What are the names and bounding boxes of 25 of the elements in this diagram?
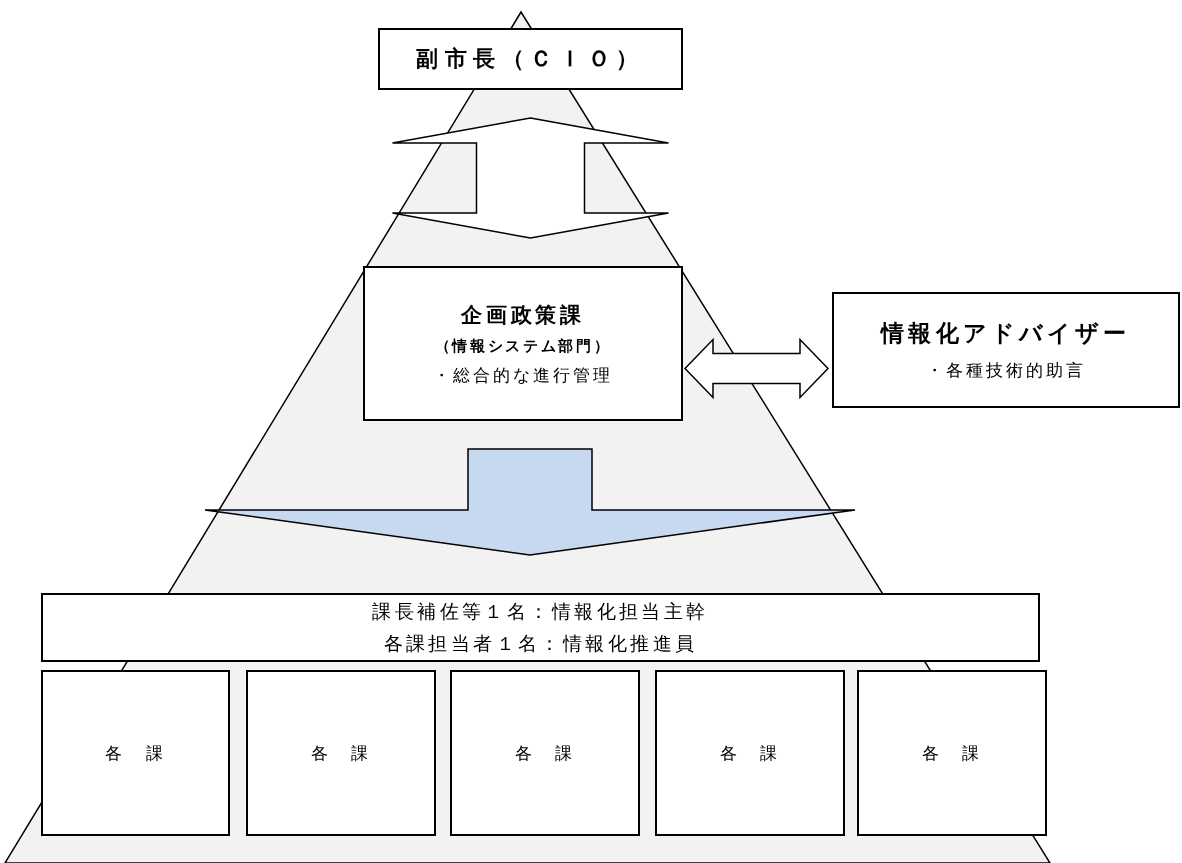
role-box bbox=[832, 292, 1180, 408]
role-title: 副市長（ＣＩＯ） bbox=[416, 45, 645, 73]
section-box bbox=[857, 670, 1047, 836]
double-block-arrow bbox=[391, 117, 670, 239]
section-label: 各 課 bbox=[310, 741, 372, 765]
role-box bbox=[41, 593, 1040, 662]
block-arrow bbox=[204, 448, 856, 556]
double-block-arrow bbox=[683, 337, 830, 400]
section-box bbox=[246, 670, 436, 836]
role-box bbox=[378, 28, 683, 90]
role-box bbox=[363, 266, 683, 421]
role-text: 各課担当者１名：情報化推進員 bbox=[383, 630, 698, 656]
section-label: 各 課 bbox=[921, 741, 983, 765]
duty-text: ・各種技術的助言 bbox=[925, 359, 1087, 382]
section-label: 各 課 bbox=[514, 741, 576, 765]
section-box bbox=[450, 670, 640, 836]
duty-text: ・総合的な進行管理 bbox=[432, 363, 614, 387]
department-title: 企画政策課 bbox=[461, 301, 585, 329]
department-subtitle: （情報システム部門） bbox=[434, 336, 612, 356]
section-label: 各 課 bbox=[719, 741, 781, 765]
section-label: 各 課 bbox=[105, 741, 166, 765]
section-box bbox=[41, 670, 230, 836]
advisor-title: 情報化アドバイザー bbox=[881, 319, 1131, 348]
section-box bbox=[655, 670, 845, 836]
role-text: 課長補佐等１名：情報化担当主幹 bbox=[372, 598, 709, 624]
